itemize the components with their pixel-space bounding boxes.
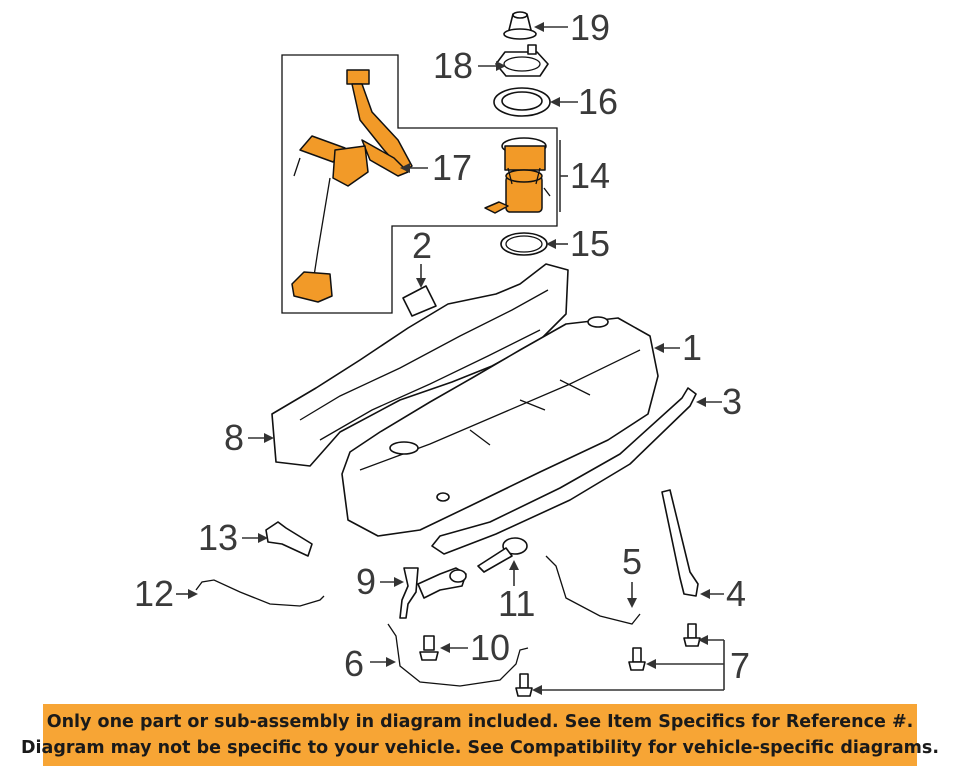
part-1-fuel-tank — [341, 316, 659, 537]
part-6-strap — [387, 623, 529, 687]
callout-17: 17 — [432, 147, 472, 188]
part-2-label — [402, 285, 437, 317]
part-7-bolts — [515, 623, 701, 697]
part-3-strap — [431, 387, 697, 555]
part-5-strap — [545, 555, 641, 625]
callout-1: 1 — [682, 327, 702, 368]
part-8-heat-shield — [271, 263, 569, 467]
callout-19: 19 — [570, 7, 610, 48]
callout-18: 18 — [433, 45, 473, 86]
callout-10: 10 — [470, 627, 510, 668]
part-19-cap — [503, 11, 537, 40]
disclaimer-line-1: Only one part or sub-assembly in diagram… — [46, 712, 914, 732]
part-9-filler-neck — [399, 567, 467, 619]
callout-4: 4 — [726, 573, 746, 614]
callout-12: 12 — [134, 573, 174, 614]
part-12-vent-line — [195, 579, 325, 607]
part-18-lock-ring — [495, 44, 549, 77]
callout-9: 9 — [356, 561, 376, 602]
callout-7: 7 — [730, 645, 750, 686]
callout-8: 8 — [224, 417, 244, 458]
parts-diagram: 19 18 16 17 14 15 2 1 3 8 13 12 9 11 5 4… — [134, 7, 750, 697]
callout-13: 13 — [198, 517, 238, 558]
callout-5: 5 — [622, 541, 642, 582]
part-14-fuel-pump-module — [484, 137, 551, 214]
leader-lines — [176, 22, 725, 695]
sub-assembly-outline — [281, 54, 558, 314]
part-16-seal — [493, 87, 551, 117]
callout-11: 11 — [498, 583, 535, 624]
part-13-hose — [265, 521, 313, 557]
part-4-bracket — [661, 489, 699, 597]
part-17-sender-assembly — [291, 69, 413, 303]
callout-3: 3 — [722, 381, 742, 422]
callout-15: 15 — [570, 223, 610, 264]
part-10-bolt — [419, 635, 439, 661]
callout-16: 16 — [578, 81, 618, 122]
callout-6: 6 — [344, 643, 364, 684]
disclaimer-line-2: Diagram may not be specific to your vehi… — [21, 738, 939, 758]
callout-2: 2 — [412, 225, 432, 266]
disclaimer-banner: Only one part or sub-assembly in diagram… — [21, 704, 939, 766]
callout-14: 14 — [570, 155, 610, 196]
part-11-hose — [477, 537, 528, 573]
part-15-o-ring — [500, 232, 548, 256]
